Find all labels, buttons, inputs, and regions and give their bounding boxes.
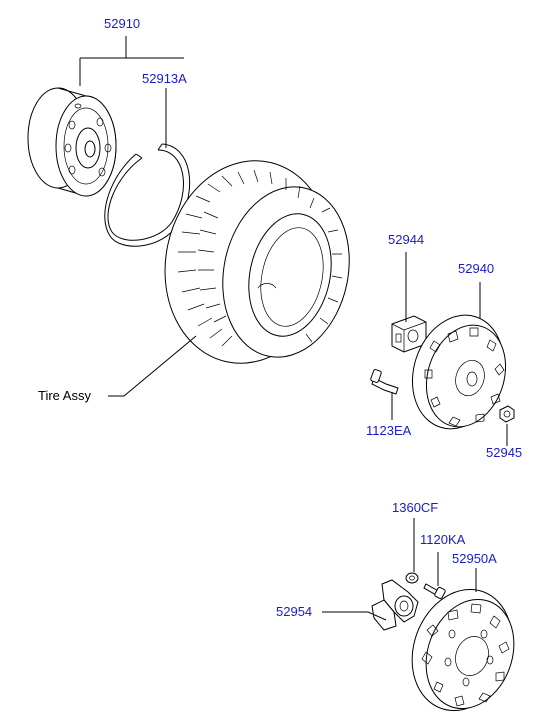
part-label-wheel-cap[interactable]: 52940 (458, 261, 495, 276)
part-label-rim-ring[interactable]: 52913A (142, 71, 187, 86)
tire-drawing (164, 160, 350, 364)
rim-drawing (27, 87, 117, 197)
part-label-tire-assy: Tire Assy (38, 388, 91, 403)
washer-drawing (405, 572, 419, 584)
wheel-cover-drawing (411, 588, 515, 712)
part-label-washer[interactable]: 1360CF (392, 500, 439, 515)
wheel-cap-drawing (411, 314, 507, 430)
bolt-drawing (423, 583, 446, 600)
leader-lines (79, 36, 508, 621)
part-label-wheel-cap-clip[interactable]: 52944 (388, 232, 425, 247)
part-label-bracket[interactable]: 52954 (276, 604, 313, 619)
wheel-cap-clip-drawing (391, 315, 427, 353)
part-label-cap-bolt[interactable]: 1123EA (366, 423, 412, 438)
cap-nut-drawing (499, 405, 515, 423)
rim-ring-drawing (104, 143, 191, 247)
part-label-wheel-cover[interactable]: 52950A (452, 551, 497, 566)
bracket-drawing (371, 579, 419, 631)
part-label-cap-nut[interactable]: 52945 (486, 445, 523, 460)
part-label-rim[interactable]: 52910 (104, 16, 141, 31)
part-label-bolt[interactable]: 1120KA (420, 532, 466, 547)
cap-bolt-drawing (370, 369, 399, 395)
